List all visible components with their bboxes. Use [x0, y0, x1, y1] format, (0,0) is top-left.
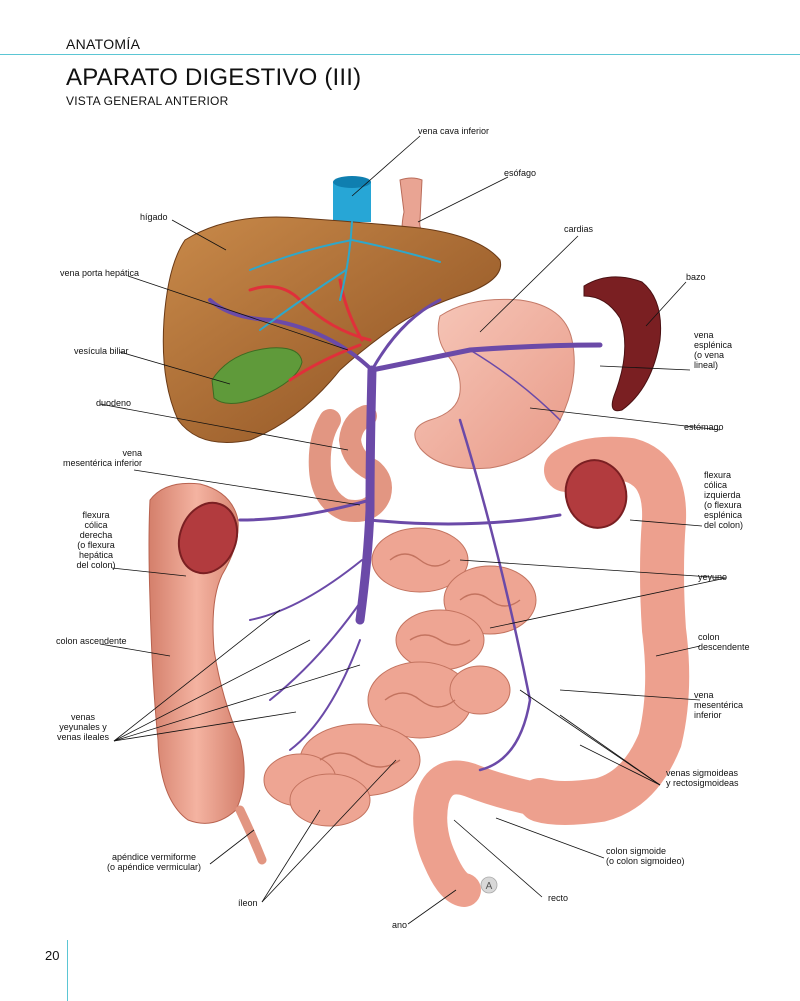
intestine-folds [319, 553, 521, 768]
label-colon-sigmoide: colon sigmoide(o colon sigmoideo) [606, 846, 685, 866]
leader-lines [99, 135, 727, 925]
page-number: 20 [45, 948, 60, 963]
page-subtitle: VISTA GENERAL ANTERIOR [66, 94, 229, 108]
badge-circle [480, 876, 498, 894]
header-rule [0, 54, 800, 55]
label-ano: ano [392, 920, 408, 930]
label-estomago: estómago [684, 422, 724, 432]
label-ileon: íleon [238, 898, 258, 908]
badge-letter: A [486, 881, 493, 892]
label-vena-cava: vena cava inferior [418, 126, 490, 136]
spleen [583, 276, 662, 412]
descending-colon [518, 436, 690, 825]
gallbladder [211, 347, 303, 404]
label-cardias: cardias [564, 224, 594, 234]
label-esofago: esófago [504, 168, 537, 178]
label-bazo: bazo [686, 272, 706, 282]
label-yeyuno: yeyuno [698, 572, 728, 582]
hepatic-flexure-opening [177, 501, 239, 575]
page-title: APARATO DIGESTIVO (III) [66, 64, 362, 91]
label-vesicula: vesícula biliar [74, 346, 129, 356]
label-recto: recto [548, 893, 569, 903]
label-vena-porta: vena porta hepática [60, 268, 140, 278]
vena-cava [333, 176, 371, 222]
stomach [414, 298, 575, 470]
splenic-flexure-opening [564, 459, 628, 529]
sigmoid-colon [413, 760, 557, 907]
ascending-colon [148, 482, 245, 824]
label-apendice: apéndice vermiforme(o apéndice vermicula… [106, 852, 202, 872]
section-label: ANATOMÍA [66, 36, 141, 52]
label-colon-ascendente: colon ascendente [56, 636, 127, 646]
appendix [235, 805, 267, 865]
duodenum [308, 405, 392, 522]
label-duodeno: duodeno [96, 398, 132, 408]
footer-rule [67, 940, 68, 1001]
label-higado: hígado [140, 212, 168, 222]
